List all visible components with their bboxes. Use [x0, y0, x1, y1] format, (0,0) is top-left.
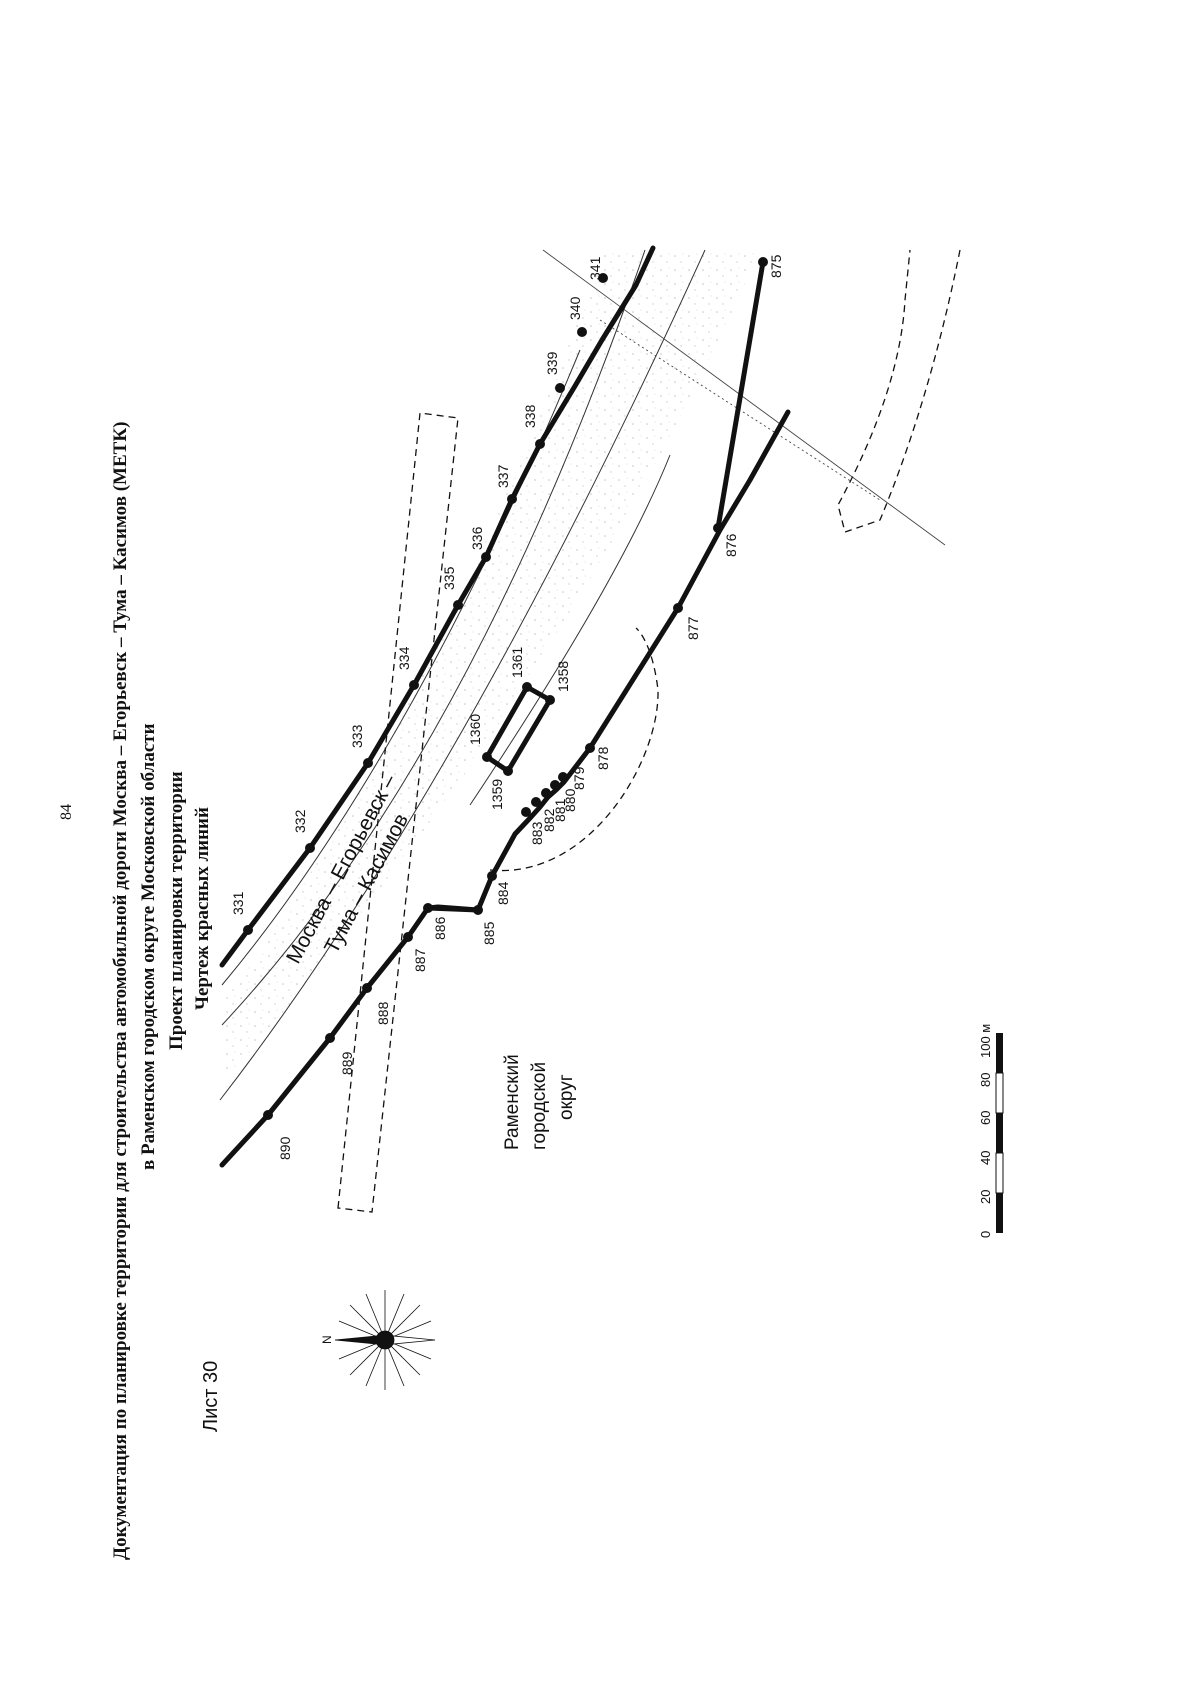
road-surface	[225, 250, 760, 1080]
label-333: 333	[349, 724, 365, 748]
label-884: 884	[495, 881, 511, 905]
label-883: 883	[529, 821, 545, 845]
label-889: 889	[339, 1051, 355, 1075]
vertex-890	[263, 1110, 273, 1120]
label-879: 879	[571, 766, 587, 790]
scale-tick-0: 0	[978, 1231, 993, 1238]
vertex-1359	[503, 766, 513, 776]
label-1360: 1360	[467, 714, 483, 745]
label-341: 341	[587, 256, 603, 280]
scale-tick-40: 40	[978, 1151, 993, 1165]
label-875: 875	[768, 254, 784, 278]
point-labels: 331 332 333 334 335 336 337 338 339 340 …	[230, 254, 784, 1160]
scale-tick-80: 80	[978, 1073, 993, 1087]
label-339: 339	[544, 351, 560, 375]
crossing-line	[542, 249, 946, 546]
vertex-1361	[522, 682, 532, 692]
district-line2: городской	[529, 1062, 550, 1150]
vertex-878	[585, 743, 595, 753]
label-1359: 1359	[489, 779, 505, 810]
scale-tick-20: 20	[978, 1190, 993, 1204]
vertex-889	[325, 1033, 335, 1043]
north-letter: N	[320, 1335, 334, 1344]
vertex-338	[535, 439, 545, 449]
compass-rose-icon: N	[320, 1290, 436, 1390]
scale-tick-100: 100 м	[978, 1024, 993, 1058]
scale-tick-60: 60	[978, 1111, 993, 1125]
carriageway-line	[469, 454, 671, 806]
district-line1: Раменский	[502, 1054, 523, 1150]
vertex-333	[363, 758, 373, 768]
label-877: 877	[685, 616, 701, 640]
dashed-zone-bottom-bulge	[489, 627, 659, 872]
label-334: 334	[396, 646, 412, 670]
vertex-885	[473, 905, 483, 915]
vertex-331	[243, 925, 253, 935]
label-882: 882	[541, 808, 557, 832]
vertex-887	[403, 932, 413, 942]
label-1358: 1358	[555, 661, 571, 692]
vertex-881	[541, 788, 551, 798]
label-1361: 1361	[509, 647, 525, 678]
label-336: 336	[469, 526, 485, 550]
vertex-880	[550, 780, 560, 790]
label-332: 332	[292, 809, 308, 833]
lower-red-line-end	[715, 259, 766, 531]
dashed-zones	[337, 249, 961, 1213]
vertex-336	[481, 552, 491, 562]
scale-segment-1	[995, 1152, 1004, 1194]
label-335: 335	[441, 566, 457, 590]
label-338: 338	[522, 404, 538, 428]
vertex-879	[558, 772, 568, 782]
vertex-334	[409, 680, 419, 690]
label-880: 880	[562, 788, 578, 812]
vertex-882	[531, 797, 541, 807]
carriageway-lines	[219, 249, 706, 1101]
vertex-341	[598, 273, 608, 283]
scale-segment-0	[996, 1193, 1003, 1233]
district-line3: округ	[556, 1074, 577, 1120]
carriageway-line	[219, 249, 706, 1101]
label-886: 886	[432, 916, 448, 940]
label-878: 878	[595, 746, 611, 770]
label-331: 331	[230, 891, 246, 915]
vertex-1360	[482, 752, 492, 762]
label-890: 890	[277, 1136, 293, 1160]
dashed-zone-right	[837, 249, 961, 533]
upper-vertices	[243, 273, 608, 935]
scale-bar: 0 20 40 60 80 100 м	[978, 1024, 1004, 1238]
scale-segment-3	[995, 1072, 1004, 1114]
sheet-label: Лист 30	[200, 1360, 222, 1432]
label-888: 888	[375, 1001, 391, 1025]
vertex-332	[305, 843, 315, 853]
vertex-335	[453, 600, 463, 610]
lower-red-line	[219, 409, 791, 1168]
vertex-340	[577, 327, 587, 337]
label-340: 340	[567, 296, 583, 320]
scale-segment-2	[996, 1113, 1003, 1153]
vertex-883	[521, 807, 531, 817]
vertex-339	[555, 383, 565, 393]
vertex-1358	[545, 695, 555, 705]
lower-vertices	[263, 257, 768, 1120]
vertex-337	[507, 494, 517, 504]
vertex-886	[423, 903, 433, 913]
label-876: 876	[723, 533, 739, 557]
scale-segment-4	[996, 1033, 1003, 1073]
vertex-884	[487, 871, 497, 881]
label-337: 337	[495, 464, 511, 488]
vertex-877	[673, 603, 683, 613]
dashed-zone-left	[337, 412, 459, 1213]
connector-886-885	[425, 905, 481, 913]
vertex-888	[362, 983, 372, 993]
label-887: 887	[412, 948, 428, 972]
label-885: 885	[481, 921, 497, 945]
label-881: 881	[552, 798, 568, 822]
carriageway-line	[221, 249, 646, 1026]
